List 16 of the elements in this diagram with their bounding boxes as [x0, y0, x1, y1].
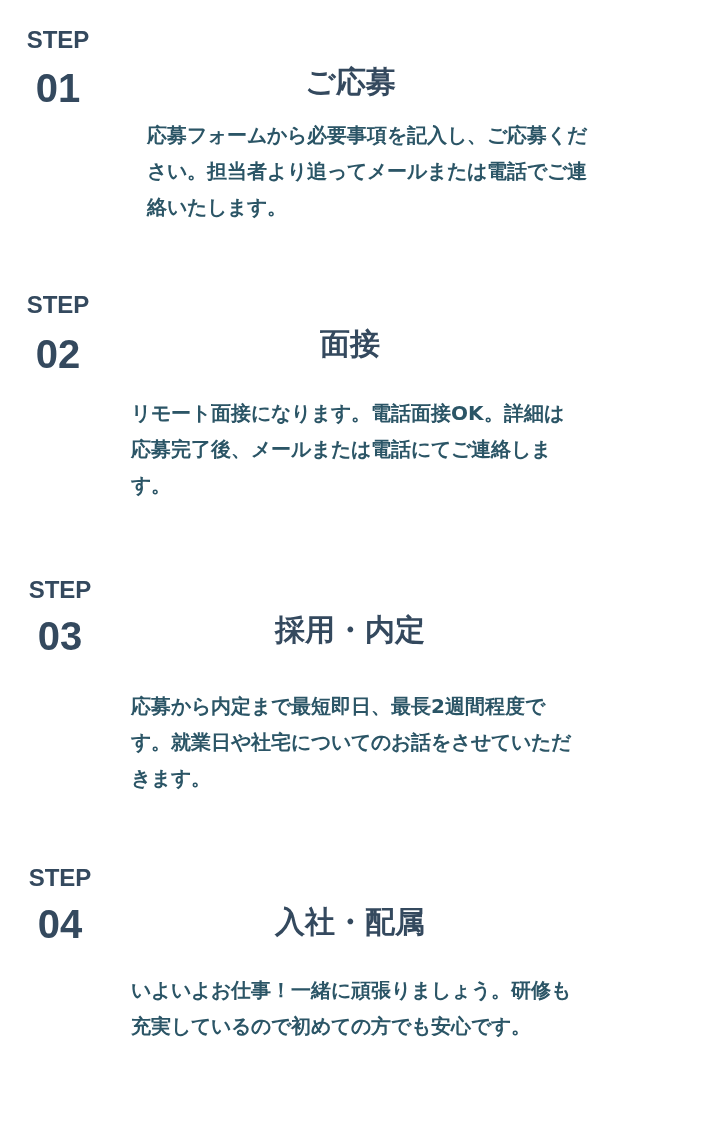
step-number: 02 [34, 332, 82, 377]
step-label: STEP [25, 26, 91, 54]
step-heading: 入社・配属 [273, 903, 426, 941]
step-label: STEP [25, 291, 91, 319]
step-number: 01 [34, 66, 82, 111]
step-number: 04 [36, 902, 84, 947]
step-label: STEP [27, 576, 93, 604]
step-heading: 面接 [319, 325, 381, 363]
step-label: STEP [27, 864, 93, 892]
step-description: 応募フォームから必要事項を記入し、ご応募ください。担当者より追ってメールまたは電話でご連絡いたします。 [147, 122, 589, 221]
step-description: いよいよお仕事！一緒に頑張りましょう。研修も充実しているので初めての方でも安心です。 [131, 977, 572, 1040]
step-heading: ご応募 [303, 63, 397, 101]
step-description: リモート面接になります。電話面接OK。詳細は応募完了後、メールまたは電話にてご連絡します。 [131, 400, 565, 499]
step-description: 応募から内定まで最短即日、最長2週間程度です。就業日や社宅についてのお話をさせていただきます。 [131, 693, 573, 792]
step-number: 03 [36, 614, 84, 659]
step-heading: 採用・内定 [273, 611, 426, 649]
